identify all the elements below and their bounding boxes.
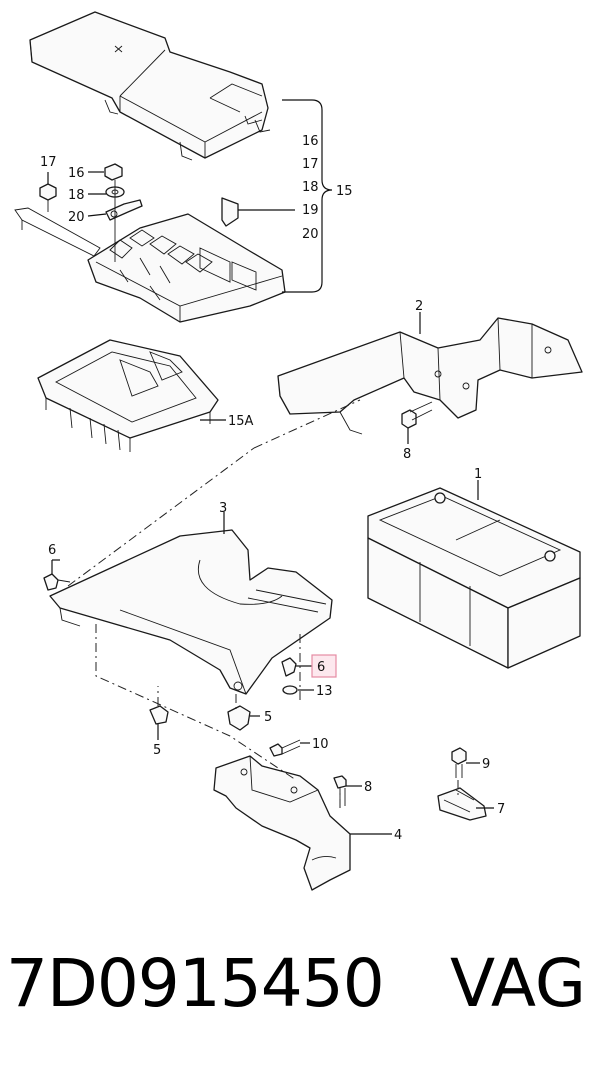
nut-17 [39, 183, 57, 201]
callout-17-right: 17 [302, 157, 319, 172]
screw-6-right [281, 657, 314, 695]
callout-16-right: 16 [302, 134, 319, 149]
bracket-15 [282, 99, 333, 293]
clip-5-left [149, 705, 169, 740]
callout-16-left: 16 [68, 166, 85, 181]
lower-bracket-4 [213, 755, 392, 891]
callout-20-right: 20 [302, 227, 319, 242]
callout-1: 1 [474, 467, 482, 482]
callout-4: 4 [394, 828, 402, 843]
callout-8-lower: 8 [364, 780, 372, 795]
callout-3: 3 [219, 501, 227, 516]
battery-bracket-2 [277, 312, 583, 435]
fuse-box-lid [29, 11, 271, 161]
callout-7: 7 [497, 802, 505, 817]
bolt-10 [269, 739, 310, 757]
callout-5-center: 5 [264, 710, 272, 725]
terminal-20 [105, 199, 143, 221]
callout-2: 2 [415, 299, 423, 314]
callout-6-right: 6 [317, 660, 325, 675]
fuse-box-base [14, 197, 286, 323]
callout-labels: 16 17 18 15 19 20 17 16 18 20 15A 2 8 1 … [40, 134, 505, 843]
battery-cover-3 [49, 512, 333, 695]
callout-15a: 15A [228, 414, 254, 429]
callout-5-left: 5 [153, 743, 161, 758]
callout-18-left: 18 [68, 188, 85, 203]
callout-18-right: 18 [302, 180, 319, 195]
callout-15: 15 [336, 184, 353, 199]
callout-9: 9 [482, 757, 490, 772]
footer: 7D0915450 VAG [0, 945, 600, 1055]
screw-6-left [43, 560, 71, 591]
washer-13 [282, 685, 298, 695]
small-fasteners [39, 163, 143, 262]
callout-17-left: 17 [40, 155, 57, 170]
callout-6-left: 6 [48, 543, 56, 558]
highlight-box [311, 654, 337, 678]
nut-16 [104, 163, 123, 181]
callout-20-left: 20 [68, 210, 85, 225]
callout-8-upper: 8 [403, 447, 411, 462]
callout-13: 13 [316, 684, 333, 699]
clip-5-center [227, 705, 260, 731]
callout-10: 10 [312, 737, 329, 752]
bolt-9 [451, 747, 480, 778]
battery-1 [367, 480, 581, 669]
leader-lines [52, 171, 107, 561]
clamp-7 [437, 787, 494, 821]
callout-19: 19 [302, 203, 319, 218]
bolt-8-lower [333, 775, 362, 806]
tray-15a [37, 339, 226, 452]
brand-label: VAG [449, 945, 586, 1022]
assembly-lines [67, 399, 459, 808]
part-number: 7D0915450 [6, 945, 385, 1022]
bolt-8-upper [401, 401, 433, 444]
